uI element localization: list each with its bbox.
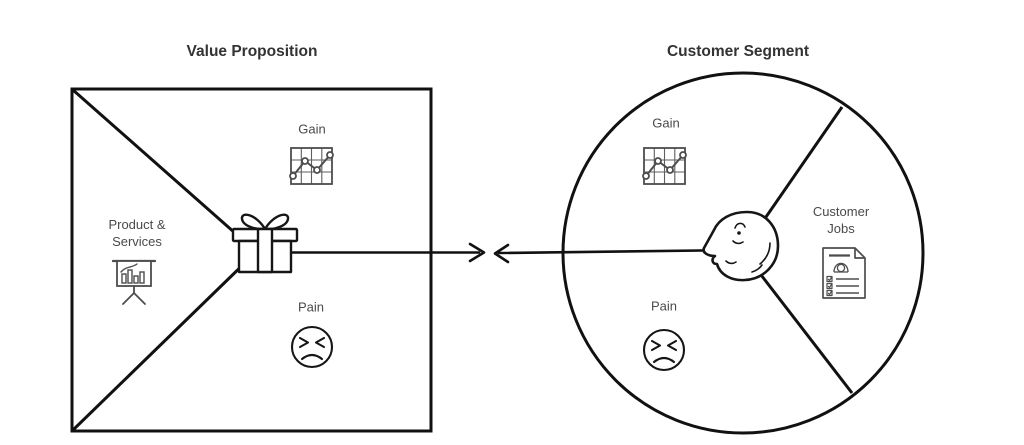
customer-jobs-document-icon: [822, 247, 866, 299]
vp-gain-line-chart-icon: [289, 147, 334, 185]
cs-gain-label: Gain: [652, 115, 680, 131]
cs-pain-face-icon: [642, 328, 686, 372]
cs-gain-line-chart-icon: [642, 147, 687, 185]
cs-divider-bottom: [746, 257, 854, 394]
value-proposition-title: Value Proposition: [186, 43, 318, 60]
cs-pain-label: Pain: [650, 298, 678, 314]
arrowhead-right-icon: [468, 242, 486, 263]
head-eye: [737, 231, 741, 235]
arrow-right-from-square: [264, 242, 486, 263]
vp-products-label: Product & Services: [108, 217, 166, 249]
value-proposition-square: [70, 87, 433, 433]
vp-gain-label: Gain: [298, 121, 326, 137]
head-chin-arc: [751, 264, 763, 273]
head-nose-line: [732, 240, 744, 245]
arrow-left-from-circle: [493, 243, 744, 264]
cs-jobs-label: Customer Jobs: [812, 204, 870, 236]
head-mouth: [725, 260, 737, 265]
customer-segment-title: Customer Segment: [666, 43, 810, 60]
arrowhead-left-icon: [493, 243, 510, 264]
head-eyebrow: [734, 222, 746, 229]
vp-pain-label: Pain: [297, 299, 325, 315]
presentation-chart-icon: [111, 259, 157, 305]
vp-pain-face-icon: [290, 325, 334, 369]
customer-head-icon: [702, 210, 780, 282]
head-inner-arc: [759, 242, 771, 265]
vp-diagonal-bottom: [71, 254, 254, 432]
gift-icon: [231, 213, 299, 274]
vp-diagonal-top: [72, 88, 253, 250]
